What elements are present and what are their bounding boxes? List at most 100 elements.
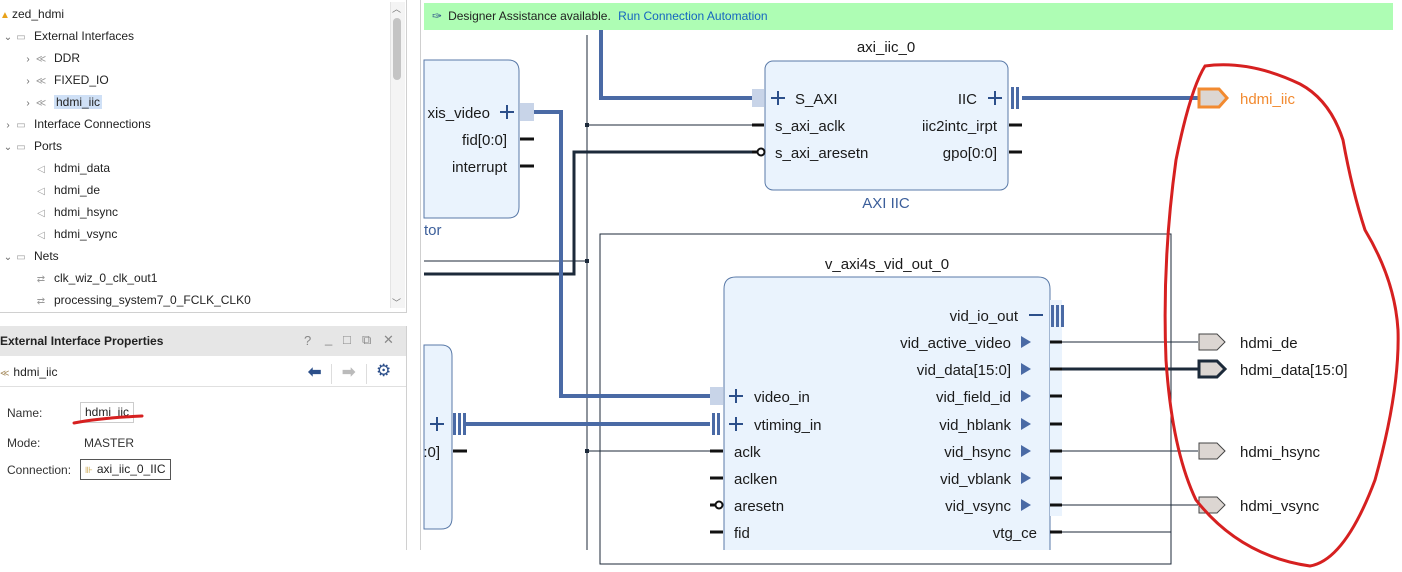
tree-item[interactable]: ⌄▭Nets <box>2 246 59 266</box>
left-top-block[interactable] <box>423 59 520 219</box>
tree-item[interactable]: ⌄▭ External Interfaces <box>2 26 134 46</box>
tree-item[interactable]: ◁ hdmi_de <box>34 180 100 200</box>
tree-item[interactable]: ›≪FIXED_IO <box>22 70 109 90</box>
port-label: aclk <box>734 444 761 461</box>
tree-root[interactable]: ▲zed_hdmi <box>0 4 64 24</box>
run-connection-automation-link[interactable]: Run Connection Automation <box>618 9 768 23</box>
tree-item-label: hdmi_vsync <box>54 227 118 241</box>
port-label: vtiming_in <box>754 417 822 434</box>
tree-item-label: Ports <box>34 139 63 153</box>
design-tree-panel <box>0 0 407 313</box>
tree-item-label: External Interfaces <box>34 29 135 43</box>
tree-item-label: DDR <box>54 51 80 65</box>
port-label: aclken <box>734 471 777 488</box>
chevron-down-icon[interactable]: ⌄ <box>3 252 13 263</box>
port-label: video_in <box>754 389 810 406</box>
help-icon[interactable]: ? <box>304 333 312 348</box>
toolbar-divider <box>366 364 367 384</box>
tree-scrollbar-thumb[interactable] <box>393 18 401 80</box>
warning-icon: ▲ <box>0 10 10 21</box>
vid-out-block[interactable] <box>723 276 1051 550</box>
folder-icon: ▭ <box>16 120 26 131</box>
axi-iic-block[interactable] <box>764 60 1009 191</box>
maximize-icon[interactable]: □ <box>343 332 351 347</box>
chevron-right-icon[interactable]: › <box>6 120 10 131</box>
red-circle-annotation <box>1163 63 1400 568</box>
port-label: vid_hsync <box>944 444 1011 461</box>
port-label: vid_vsync <box>945 498 1011 515</box>
properties-header: External Interface Properties <box>0 326 406 356</box>
ext-port-hdmi-vsync[interactable] <box>1198 496 1226 514</box>
port-label: vid_field_id <box>936 389 1011 406</box>
tree-item[interactable]: ◁ hdmi_vsync <box>34 224 117 244</box>
tree-item[interactable]: ⇄ processing_system7_0_FCLK_CLK0 <box>34 290 251 310</box>
tree-item-label: hdmi_data <box>54 161 111 175</box>
port-label: s_axi_aresetn <box>775 145 868 162</box>
properties-object-name: hdmi_iic <box>13 365 58 379</box>
ext-port-hdmi-hsync[interactable] <box>1198 442 1226 460</box>
tree-item[interactable]: › ≪ DDR <box>22 48 80 68</box>
ext-port-hdmi-iic[interactable] <box>1197 87 1230 109</box>
mode-label: Mode: <box>7 436 41 450</box>
port-label: IIC <box>958 91 977 108</box>
expand-plus-icons <box>430 91 1043 431</box>
pin-icon: ✑ <box>432 9 443 23</box>
tree-item-label: hdmi_de <box>54 183 101 197</box>
reset-inversion-bubble <box>756 147 766 157</box>
port-label: S_AXI <box>795 91 838 108</box>
port-label: xis_video <box>427 105 490 122</box>
tree-item-label: processing_system7_0_FCLK_CLK0 <box>54 293 251 307</box>
reset-inversion-bubble <box>714 500 724 510</box>
port-icon: ◁ <box>37 230 45 241</box>
folder-icon: ▭ <box>16 252 26 263</box>
port-label: fid[0:0] <box>462 132 507 149</box>
folder-icon: ▭ <box>16 32 26 43</box>
connection-value: axi_iic_0_IIC <box>96 462 166 476</box>
tree-item[interactable]: ⇄clk_wiz_0_clk_out1 <box>34 268 158 288</box>
port-label: interrupt <box>452 159 508 176</box>
back-arrow-icon[interactable]: ⬅ <box>308 364 322 381</box>
port-label: s_axi_aclk <box>775 118 846 135</box>
tree-item-label: clk_wiz_0_clk_out1 <box>54 271 158 285</box>
folder-icon: ▭ <box>16 142 26 153</box>
port-label: gpo[0:0] <box>943 145 997 162</box>
wire-junctions <box>585 123 589 453</box>
chevron-right-icon[interactable]: › <box>26 54 30 65</box>
port-label: fid <box>734 525 750 542</box>
net-icon: ⇄ <box>36 296 46 307</box>
left-bottom-block[interactable] <box>423 344 453 530</box>
port-icon: ◁ <box>37 186 45 197</box>
float-icon[interactable]: ⧉ <box>362 332 372 347</box>
port-label: vtg_ce <box>993 525 1037 542</box>
ext-port-hdmi-de[interactable] <box>1198 333 1226 351</box>
forward-arrow-icon[interactable]: ➡ <box>342 364 356 381</box>
tree-item[interactable]: ◁hdmi_hsync <box>34 202 118 222</box>
tree-item[interactable]: ◁hdmi_data <box>34 158 110 178</box>
tree-item-label: FIXED_IO <box>54 73 109 87</box>
port-label: iic2intc_irpt <box>922 118 998 135</box>
chevron-right-icon[interactable]: › <box>26 98 30 109</box>
chevron-down-icon[interactable]: ⌄ <box>3 142 13 153</box>
red-underline-annotation <box>72 414 144 425</box>
scroll-down-icon[interactable]: ﹀ <box>392 298 402 308</box>
port-label: vid_hblank <box>939 417 1011 434</box>
properties-object-bar: ≪hdmi_iic <box>0 358 406 387</box>
port-label: aresetn <box>734 498 784 515</box>
tree-item[interactable]: ›≪hdmi_iic <box>22 92 103 112</box>
close-icon[interactable]: ✕ <box>383 332 394 347</box>
scroll-up-icon[interactable]: ︿ <box>392 4 402 14</box>
axi-iic-type-label: AXI IIC <box>862 195 910 212</box>
interface-icon: ≪ <box>35 54 47 65</box>
connection-link[interactable]: ⊪axi_iic_0_IIC <box>80 459 171 480</box>
settings-gear-icon[interactable]: ⚙ <box>376 361 392 380</box>
chevron-right-icon[interactable]: › <box>26 76 30 87</box>
interface-port-glyphs <box>453 87 1064 435</box>
minimize-icon[interactable]: _ <box>325 331 333 346</box>
tree-item[interactable]: ⌄▭ Ports <box>2 136 62 156</box>
designer-assistance-bar: ✑Designer Assistance available. Run Conn… <box>424 3 1393 30</box>
mode-value: MASTER <box>84 436 135 450</box>
name-label: Name: <box>7 406 43 420</box>
tree-item[interactable]: ›▭Interface Connections <box>2 114 150 134</box>
chevron-down-icon[interactable]: ⌄ <box>3 32 13 43</box>
ext-port-hdmi-data[interactable] <box>1197 359 1228 379</box>
